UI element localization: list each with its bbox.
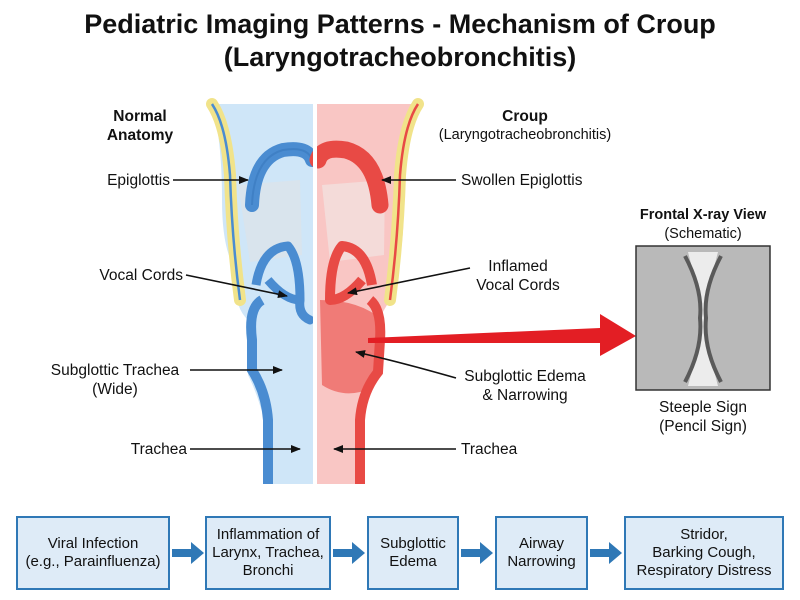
label-edema-line-2: & Narrowing [482,387,568,404]
flow-step-3: Subglottic Edema [367,516,459,590]
label-subglottic-trachea: Subglottic Trachea (Wide) [40,361,190,399]
flow-step-3-line-2: Edema [389,553,437,570]
croup-heading: Croup (Laryngotracheobronchitis) [425,107,625,145]
flow-step-4: Airway Narrowing [495,516,588,590]
flow-step-2-line-1: Inflammation of [216,526,320,543]
label-subglottic-line-2: (Wide) [92,381,138,398]
label-trachea-croup: Trachea [461,441,518,458]
label-inflamed-line-1: Inflamed [488,258,548,275]
flow-step-5-line-1: Stridor, [680,526,728,543]
label-edema-line-1: Subglottic Edema [464,368,586,385]
croup-heading-sub: (Laryngotracheobronchitis) [438,127,612,143]
xray-title: Frontal X-ray View [639,207,767,223]
croup-right-wall [355,296,386,484]
flow-step-1-line-2: (e.g., Parainfluenza) [25,553,161,570]
label-subglottic-edema: Subglottic Edema & Narrowing [455,367,595,405]
page-title: Pediatric Imaging Patterns - Mechanism o… [0,8,800,74]
normal-airway [206,98,319,484]
xray-airway-column [688,252,718,386]
normal-heading-line-1: Normal [113,108,167,125]
arrow-subglottic-edema [355,350,457,379]
label-inflamed-vocal-cords: Inflamed Vocal Cords [468,257,568,295]
normal-epiglottis [245,142,319,212]
flow-step-4-line-2: Narrowing [507,553,576,570]
label-subglottic-line-1: Subglottic Trachea [50,362,180,379]
label-inflamed-line-2: Vocal Cords [476,277,560,294]
flow-step-5-line-2: Barking Cough, [652,544,756,561]
croup-larynx-shadow [322,180,385,262]
title-line-1: Pediatric Imaging Patterns - Mechanism o… [84,9,716,39]
label-epiglottis: Epiglottis [107,172,170,189]
flow-step-4-line-1: Airway [518,535,564,552]
arrow-inflamed-cords [347,267,471,296]
croup-vocal-cords [325,241,377,305]
big-red-arrow-icon [368,314,636,356]
xray-caption-line-2: (Pencil Sign) [659,418,747,435]
croup-swollen-epiglottis [309,140,389,214]
normal-heading: Normal Anatomy [90,107,190,145]
normal-right-inner [295,295,315,325]
xray-heading: Frontal X-ray View (Schematic) [612,206,794,244]
xray-caption: Steeple Sign (Pencil Sign) [612,398,794,436]
title-line-2: (Laryngotracheobronchitis) [223,42,577,72]
croup-heading-title: Croup [502,108,548,125]
croup-subglottic-edema [320,300,383,394]
flow-step-1-line-1: Viral Infection [47,535,139,552]
flow-step-5-line-3: Respiratory Distress [636,562,772,579]
flow-step-2-line-3: Bronchi [242,562,294,579]
label-trachea-normal: Trachea [130,441,187,458]
flow-step-5: Stridor, Barking Cough, Respiratory Dist… [624,516,784,590]
label-vocal-cords: Vocal Cords [99,267,183,284]
flow-step-3-line-1: Subglottic [380,535,446,552]
right-arrow-icon [590,542,622,564]
normal-heading-line-2: Anatomy [106,127,174,144]
right-arrow-icon [172,542,204,564]
xray-caption-line-1: Steeple Sign [659,399,747,416]
xray-left-wall [683,255,703,383]
flow-step-2: Inflammation of Larynx, Trachea, Bronchi [205,516,331,590]
xray-right-wall [703,255,723,383]
croup-airway [309,98,424,484]
xray-subtitle: (Schematic) [664,226,742,242]
right-arrow-icon [333,542,365,564]
flow-step-2-line-2: Larynx, Trachea, [212,544,324,561]
flow-step-1: Viral Infection (e.g., Parainfluenza) [16,516,170,590]
arrow-vocal-cords [185,274,288,299]
normal-epiglottis-inner [251,148,313,206]
xray-schematic [635,245,771,391]
label-swollen-epiglottis: Swollen Epiglottis [461,172,583,189]
right-arrow-icon [461,542,493,564]
